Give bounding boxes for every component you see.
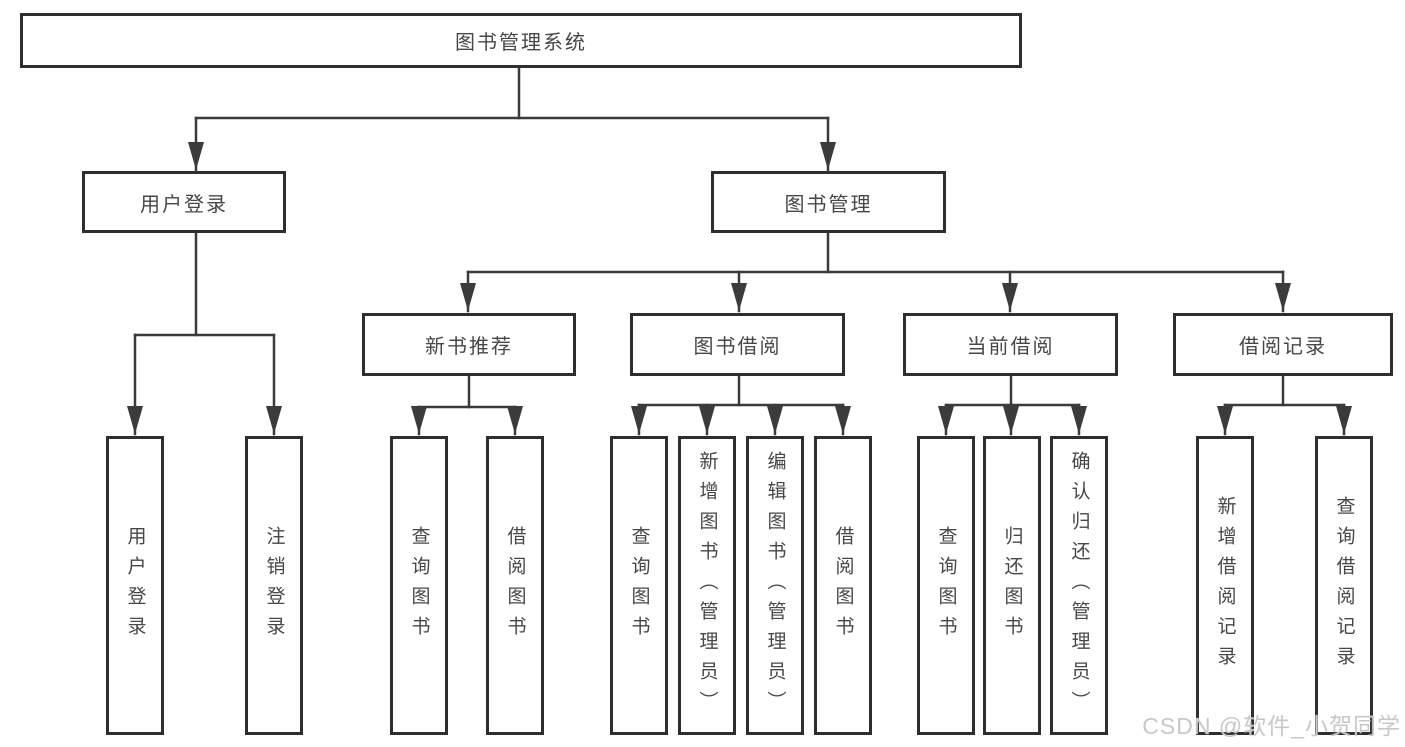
node-current-borrowing-label: 当前借阅 bbox=[966, 336, 1055, 358]
node-root-label: 图书管理系统 bbox=[455, 32, 587, 54]
leaf-logout: 注销登录 bbox=[245, 436, 303, 735]
leaf-records-query-record: 查询借阅记录 bbox=[1315, 436, 1373, 735]
leaf-current-return-books-label: 归还图书 bbox=[1001, 525, 1023, 646]
node-borrowing-records-label: 借阅记录 bbox=[1239, 336, 1327, 358]
leaf-records-query-record-label: 查询借阅记录 bbox=[1333, 495, 1355, 676]
leaf-newbook-query-books-label: 查询图书 bbox=[408, 525, 430, 646]
node-book-borrowing-label: 图书借阅 bbox=[693, 336, 782, 358]
leaf-newbook-query-books: 查询图书 bbox=[390, 436, 448, 735]
leaf-newbook-borrow-books: 借阅图书 bbox=[486, 436, 544, 735]
node-root: 图书管理系统 bbox=[20, 13, 1022, 68]
leaf-current-confirm-return-admin: 确认归还（管理员） bbox=[1050, 436, 1108, 735]
node-new-book-recommend: 新书推荐 bbox=[362, 313, 576, 376]
leaf-borrowing-borrow-books-label: 借阅图书 bbox=[832, 525, 854, 646]
leaf-current-return-books: 归还图书 bbox=[983, 436, 1041, 735]
leaf-current-confirm-return-admin-label: 确认归还（管理员） bbox=[1068, 450, 1090, 721]
node-book-management-label: 图书管理 bbox=[784, 193, 873, 216]
node-borrowing-records: 借阅记录 bbox=[1173, 313, 1393, 376]
node-user-login: 用户登录 bbox=[82, 171, 286, 233]
node-user-login-label: 用户登录 bbox=[140, 193, 228, 216]
leaf-borrowing-add-books-admin: 新增图书（管理员） bbox=[678, 436, 736, 735]
node-book-management: 图书管理 bbox=[711, 171, 946, 233]
leaf-current-query-books-label: 查询图书 bbox=[935, 525, 957, 646]
node-new-book-recommend-label: 新书推荐 bbox=[425, 336, 513, 358]
leaf-user-login-label: 用户登录 bbox=[124, 525, 146, 646]
node-book-borrowing: 图书借阅 bbox=[630, 313, 845, 376]
leaf-records-add-record: 新增借阅记录 bbox=[1196, 436, 1254, 735]
node-current-borrowing: 当前借阅 bbox=[903, 313, 1118, 376]
leaf-logout-label: 注销登录 bbox=[263, 525, 285, 646]
leaf-borrowing-borrow-books: 借阅图书 bbox=[814, 436, 872, 735]
leaf-user-login: 用户登录 bbox=[106, 436, 164, 735]
leaf-records-add-record-label: 新增借阅记录 bbox=[1214, 495, 1236, 676]
leaf-borrowing-edit-books-admin: 编辑图书（管理员） bbox=[746, 436, 804, 735]
leaf-newbook-borrow-books-label: 借阅图书 bbox=[504, 525, 526, 646]
leaf-borrowing-edit-books-admin-label: 编辑图书（管理员） bbox=[764, 450, 786, 721]
leaf-current-query-books: 查询图书 bbox=[917, 436, 975, 735]
leaf-borrowing-add-books-admin-label: 新增图书（管理员） bbox=[696, 450, 718, 721]
leaf-borrowing-query-books: 查询图书 bbox=[610, 436, 668, 735]
leaf-borrowing-query-books-label: 查询图书 bbox=[628, 525, 650, 646]
